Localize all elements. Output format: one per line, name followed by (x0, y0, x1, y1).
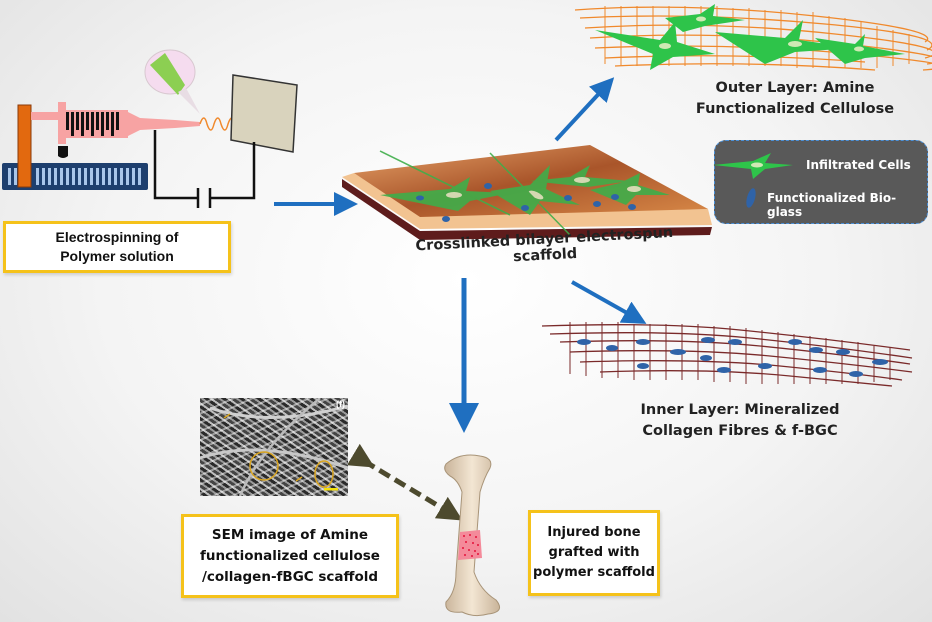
inner-layer-illustration (541, 322, 913, 387)
taylor-cone-callout (144, 49, 200, 114)
sem-caption-line-1: SEM image of Amine (211, 526, 369, 543)
outer-layer-label-line-1: Outer Layer: Amine (715, 80, 875, 96)
bioglass-icon (746, 188, 756, 208)
legend-box: Infiltrated Cells Functionalized Bio-gla… (713, 140, 928, 224)
collector-plate (230, 74, 298, 153)
outer-layer-illustration (574, 4, 932, 71)
sem-panel-tag: (f) (336, 399, 345, 409)
inner-layer-label-line-1: Inner Layer: Mineralized (640, 402, 840, 418)
sem-highlight-circle (249, 451, 279, 481)
electrospinning-apparatus (2, 49, 298, 208)
scaffold-cells (379, 150, 670, 236)
syringe-icon (31, 102, 200, 158)
arrow-to-outer-layer (554, 77, 615, 142)
sem-scale-bar (324, 488, 338, 491)
sem-highlight-circle (314, 460, 334, 488)
bone-illustration (444, 454, 501, 617)
sem-annotations (200, 398, 348, 496)
bone-caption-line-3: polymer scaffold (533, 565, 655, 580)
inner-layer-label-line-2: Collagen Fibres & f-BGC (642, 423, 838, 439)
bilayer-scaffold (342, 145, 712, 240)
sem-image: (f) (200, 398, 348, 496)
electrospinning-caption-line-1: Electrospinning of (55, 229, 179, 245)
scaffold-bioglass-particles (416, 183, 636, 222)
high-voltage-circuit (153, 130, 256, 208)
legend-label-infiltrated-cells: Infiltrated Cells (806, 158, 911, 172)
inner-bioglass-particles (577, 337, 888, 377)
electrospinning-caption: Electrospinning of Polymer solution (3, 221, 231, 273)
dashed-arrow-sem-bone (346, 443, 463, 521)
scaffold-inner-layer (342, 179, 712, 240)
electrospinning-caption-line-2: Polymer solution (60, 248, 174, 264)
sem-caption: SEM image of Amine functionalized cellul… (181, 514, 399, 598)
outer-layer-label: Outer Layer: Amine Functionalized Cellul… (680, 78, 910, 120)
scaffold-graft (458, 530, 482, 560)
cell-icon (713, 153, 793, 179)
inner-layer-label: Inner Layer: Mineralized Collagen Fibres… (630, 400, 850, 442)
sem-caption-line-3: /collagen-fBGC scaffold (201, 568, 379, 585)
bone-caption: Injured bone grafted with polymer scaffo… (528, 510, 660, 596)
bone-caption-line-2: grafted with (548, 545, 640, 560)
collagen-fibre-mesh (541, 322, 913, 387)
infiltrated-cells (595, 4, 905, 70)
outer-layer-label-line-2: Functionalized Cellulose (695, 101, 895, 117)
sem-caption-line-2: functionalized cellulose (200, 547, 380, 564)
syringe-pump-base (2, 163, 148, 190)
arrow-to-inner-layer (571, 280, 647, 324)
bone-caption-line-1: Injured bone (547, 525, 641, 540)
legend-label-bioglass: Functionalized Bio-glass (767, 191, 897, 219)
pump-pusher-block (17, 104, 32, 188)
